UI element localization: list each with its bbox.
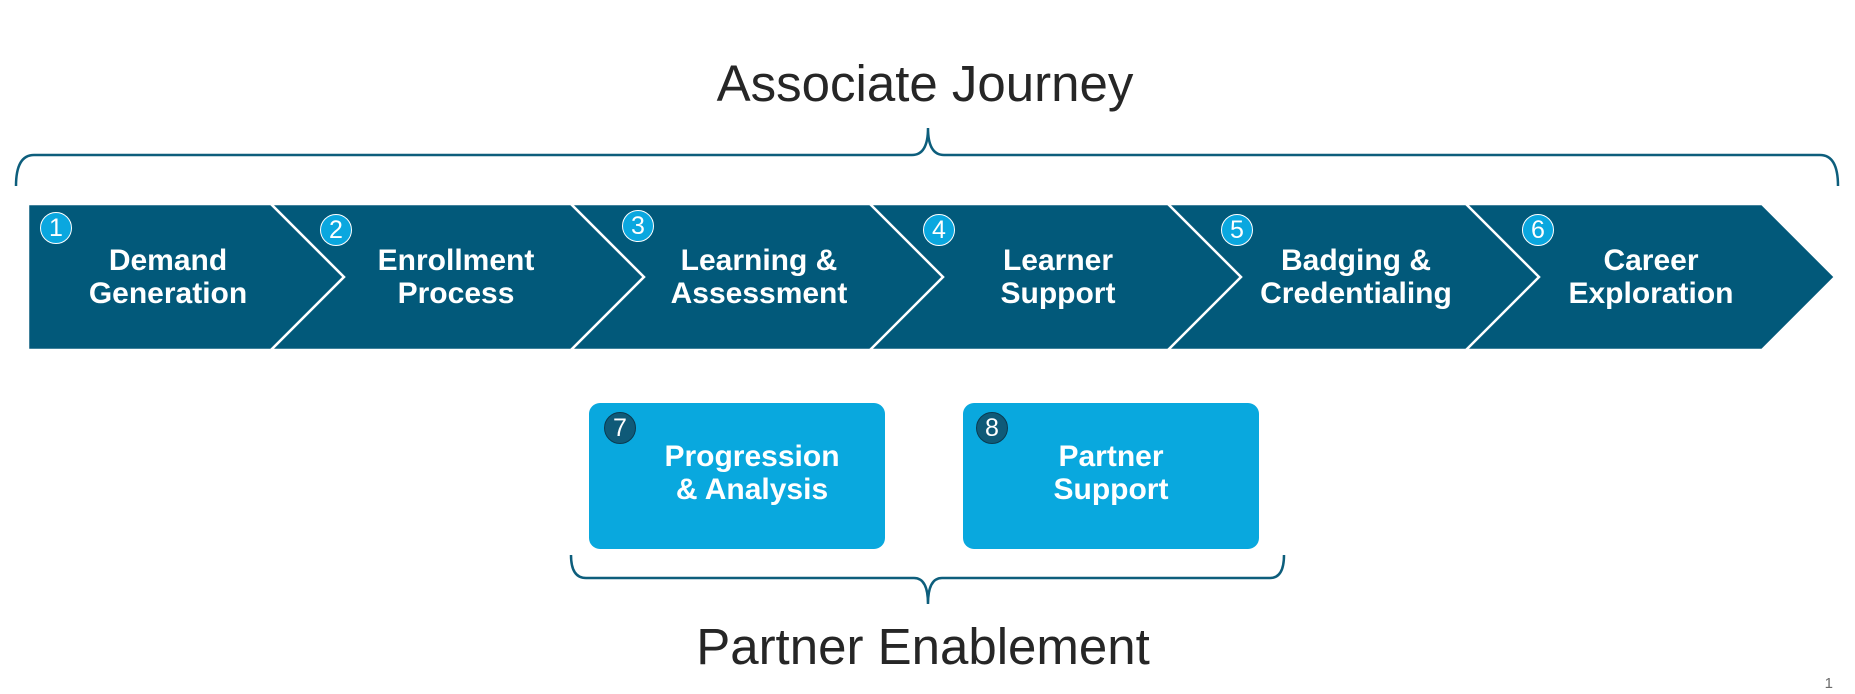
step-5-chevron: 5 Badging & Credentialing bbox=[1164, 202, 1543, 352]
step-6-chevron: 6 Career Exploration bbox=[1462, 202, 1837, 352]
step-3-chevron: 3 Learning & Assessment bbox=[567, 202, 946, 352]
step-6-number: 6 bbox=[1522, 214, 1554, 246]
step-1-label: Demand Generation bbox=[88, 244, 248, 310]
partner-enablement-title: Partner Enablement bbox=[696, 618, 1150, 675]
box-7-number: 7 bbox=[604, 412, 636, 444]
step-3-label: Learning & Assessment bbox=[670, 244, 848, 310]
step-4-number: 4 bbox=[923, 214, 955, 246]
partner-support-box: 8 Partner Support bbox=[963, 403, 1259, 549]
progression-analysis-box: 7 Progression & Analysis bbox=[589, 403, 885, 549]
box-8-label: Partner Support bbox=[1053, 440, 1169, 506]
associate-journey-title: Associate Journey bbox=[716, 55, 1134, 112]
box-8-number: 8 bbox=[976, 412, 1008, 444]
step-2-number: 2 bbox=[320, 214, 352, 246]
step-5-number: 5 bbox=[1221, 214, 1253, 246]
step-2-label: Enrollment Process bbox=[377, 244, 535, 310]
page-number: 1 bbox=[1824, 675, 1833, 692]
step-3-number: 3 bbox=[622, 210, 654, 242]
step-5-label: Badging & Credentialing bbox=[1260, 244, 1452, 310]
step-4-chevron: 4 Learner Support bbox=[866, 202, 1245, 352]
step-6-shape bbox=[1462, 202, 1837, 352]
bottom-curly-bracket bbox=[569, 554, 1286, 605]
top-curly-bracket bbox=[14, 127, 1840, 187]
step-1-number: 1 bbox=[40, 212, 72, 244]
box-7-label: Progression & Analysis bbox=[664, 440, 840, 506]
step-1-chevron: 1 Demand Generation bbox=[26, 202, 346, 352]
step-4-label: Learner Support bbox=[1000, 244, 1116, 310]
step-6-label: Career Exploration bbox=[1568, 244, 1734, 310]
